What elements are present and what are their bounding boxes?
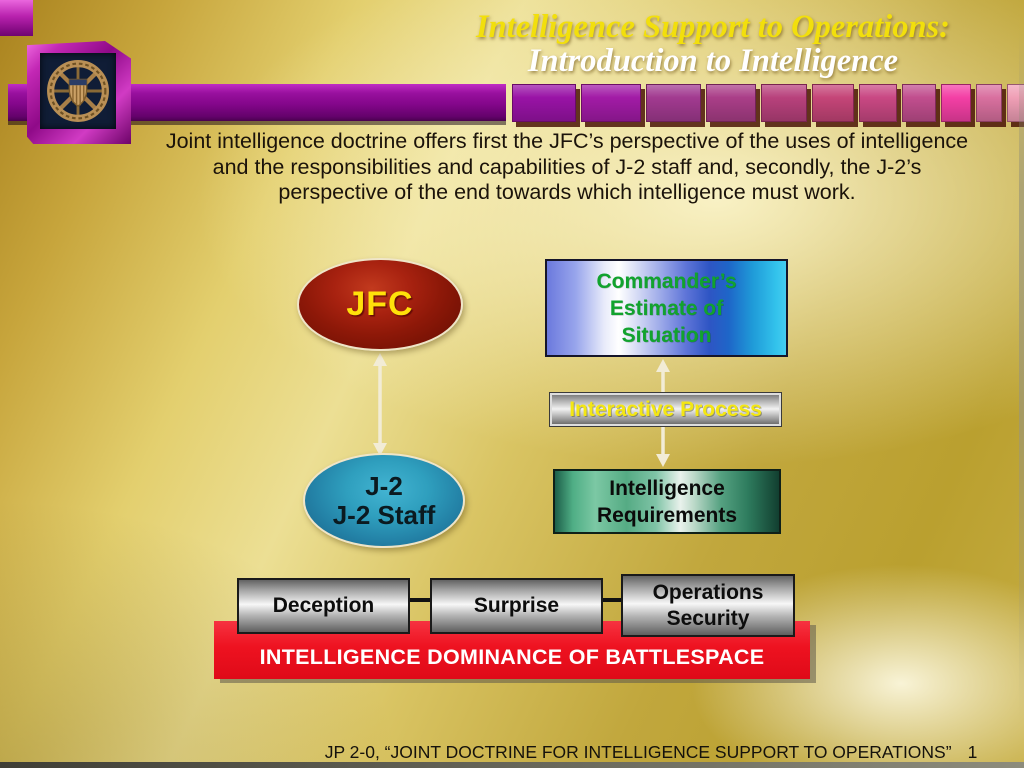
body-paragraph: Joint intelligence doctrine offers first… xyxy=(117,129,1017,206)
intelligence-requirements-box: Intelligence Requirements xyxy=(553,469,781,534)
body-line-3: perspective of the end towards which int… xyxy=(278,180,856,204)
opsec-line-1: Operations xyxy=(652,580,764,604)
intel-req-line-1: Intelligence xyxy=(609,476,725,500)
deception-label: Deception xyxy=(272,594,375,617)
connector-deception-surprise xyxy=(408,598,432,602)
ribbon-segment xyxy=(581,84,641,122)
ribbon-segment xyxy=(706,84,756,122)
right-edge-strip xyxy=(1019,0,1024,762)
slide-title: Intelligence Support to Operations: Intr… xyxy=(400,10,1024,78)
j2-ellipse: J-2 J-2 Staff xyxy=(303,453,465,548)
jfc-ellipse: JFC xyxy=(297,258,463,351)
body-line-2: and the responsibilities and capabilitie… xyxy=(212,154,922,179)
dominance-label: INTELLIGENCE DOMINANCE OF BATTLESPACE xyxy=(259,645,765,669)
j2-line-2: J-2 Staff xyxy=(332,499,436,530)
footer-text: JP 2-0, “JOINT DOCTRINE FOR INTELLIGENCE… xyxy=(324,742,952,762)
jcs-badge xyxy=(27,41,131,144)
connector-surprise-opsec xyxy=(601,598,623,602)
intel-req-line-2: Requirements xyxy=(596,503,738,527)
interactive-process-box: Interactive Process xyxy=(549,392,782,427)
ribbon-segment xyxy=(761,84,807,122)
jcs-badge-panel xyxy=(40,53,116,129)
ribbon-segment xyxy=(812,84,854,122)
commanders-line-3: Situation xyxy=(621,323,712,347)
commanders-line-2: Estimate of xyxy=(609,296,724,320)
surprise-box: Surprise xyxy=(430,578,603,634)
corner-accent xyxy=(0,0,33,36)
ribbon-segment xyxy=(941,84,971,122)
j2-line-1: J-2 xyxy=(365,470,403,501)
header-ribbon xyxy=(512,84,1024,122)
jfc-label: JFC xyxy=(346,285,414,323)
title-line-1: Intelligence Support to Operations: xyxy=(476,9,950,45)
surprise-label: Surprise xyxy=(473,594,560,617)
ribbon-segment xyxy=(512,84,576,122)
jcs-emblem-icon xyxy=(47,60,109,122)
interactive-process-label: Interactive Process xyxy=(569,397,762,421)
commanders-line-1: Commander’s xyxy=(596,269,737,293)
ribbon-segment xyxy=(976,84,1002,122)
body-line-1: Joint intelligence doctrine offers first… xyxy=(165,129,969,153)
ribbon-segment xyxy=(859,84,897,122)
page-number: 1 xyxy=(967,742,978,762)
operations-security-box: Operations Security xyxy=(621,574,795,637)
commanders-estimate-box: Commander’s Estimate of Situation xyxy=(545,259,788,357)
opsec-line-2: Security xyxy=(666,606,750,630)
ribbon-segment xyxy=(646,84,701,122)
footer-citation: JP 2-0, “JOINT DOCTRINE FOR INTELLIGENCE… xyxy=(276,742,1024,763)
title-line-2: Introduction to Intelligence xyxy=(527,43,899,79)
bottom-edge-strip xyxy=(0,762,1024,768)
ribbon-segment xyxy=(902,84,936,122)
deception-box: Deception xyxy=(237,578,410,634)
